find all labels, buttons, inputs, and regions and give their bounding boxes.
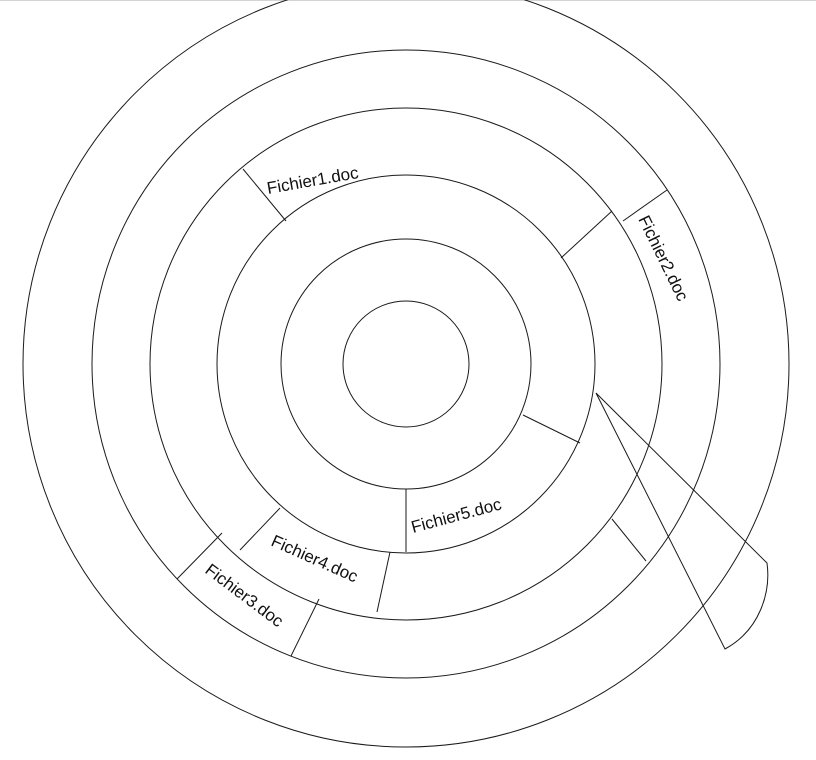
track-2: [91, 49, 721, 679]
spindle-hub: [342, 300, 470, 428]
disk-tracks: [22, 0, 790, 748]
file-label-fichier4: Fichier4.doc: [268, 531, 361, 586]
sector-divider-fichier1: [242, 168, 287, 222]
track-4: [216, 174, 596, 554]
track-1-outer: [22, 0, 790, 748]
track-3: [149, 107, 663, 621]
read-write-head-arm: [595, 392, 769, 650]
file-label-fichier3: Fichier3.doc: [202, 560, 288, 631]
file-labels: Fichier1.doc Fichier2.doc Fichier3.doc F…: [202, 163, 693, 631]
file-label-fichier2: Fichier2.doc: [634, 212, 692, 304]
sector-divider-fichier3-start: [176, 532, 223, 580]
track-5: [280, 238, 532, 490]
file-label-fichier5: Fichier5.doc: [409, 494, 504, 536]
sector-divider-fichier4-start: [239, 507, 281, 551]
top-border: [0, 0, 816, 1]
sector-divider-fichier5-start: [522, 414, 581, 444]
sector-divider-fichier4-end: [376, 551, 391, 613]
sector-divider-track3: [611, 518, 647, 562]
sector-divider-fichier2-end: [622, 189, 668, 222]
file-label-fichier1: Fichier1.doc: [265, 163, 360, 198]
sector-divider-fichier2-start: [560, 210, 613, 259]
sector-dividers: [176, 168, 668, 657]
sector-divider-fichier3-end: [290, 598, 320, 657]
